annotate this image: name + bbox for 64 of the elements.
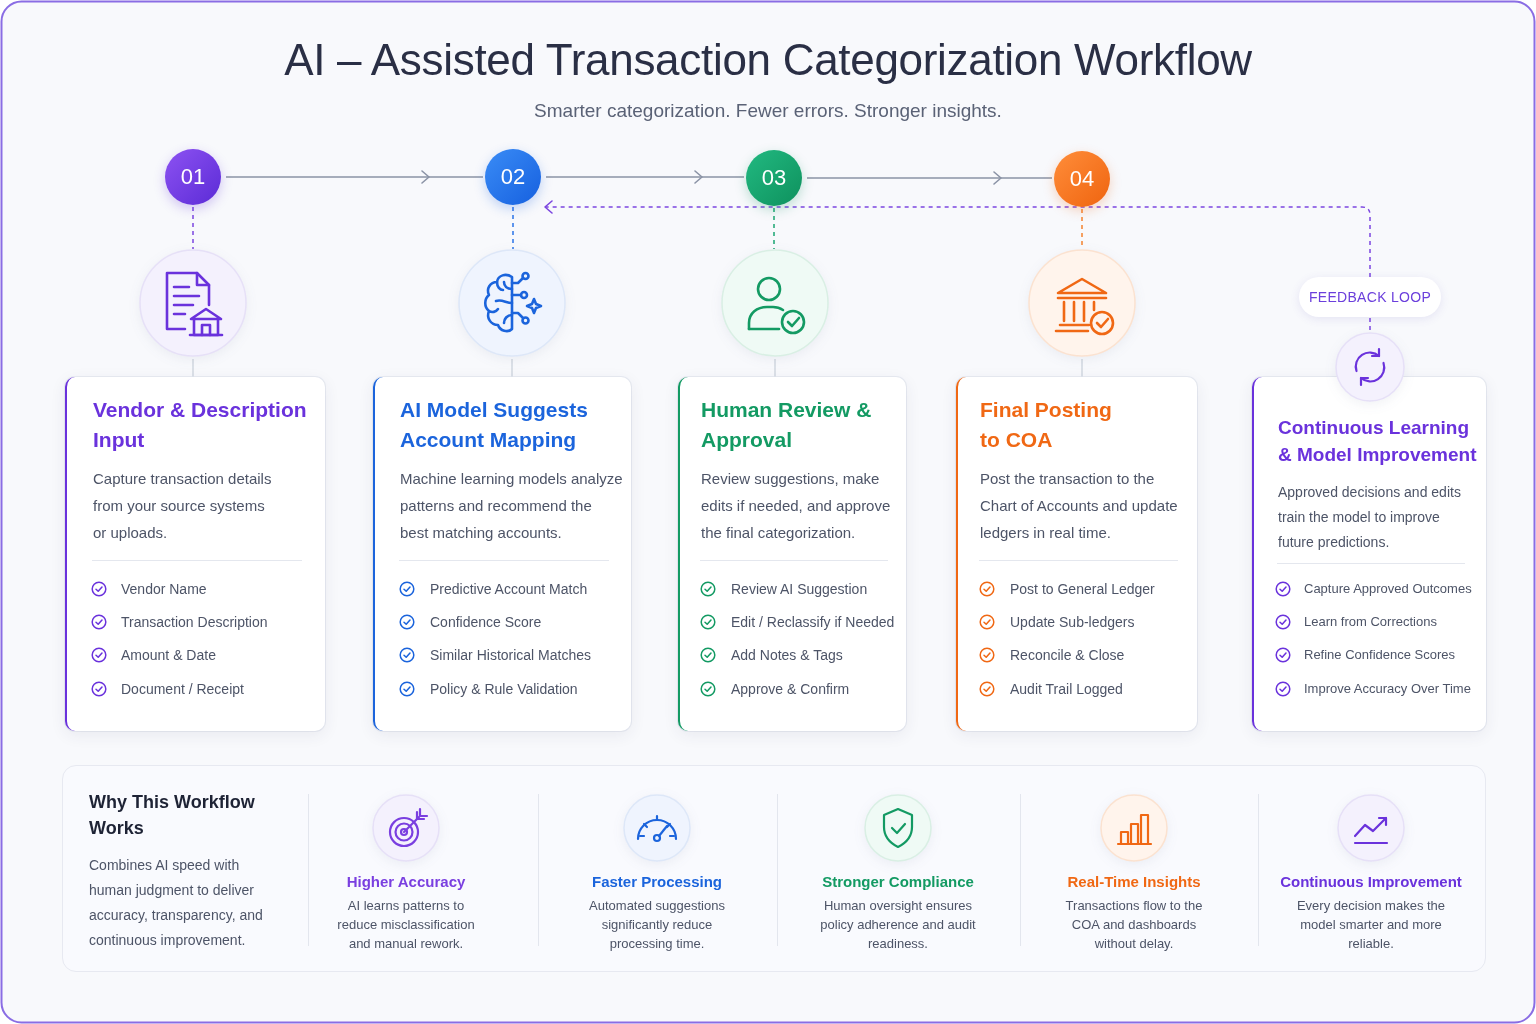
feature-description: Transactions flow to the COA and dashboards without delay.: [1064, 897, 1204, 953]
checklist-item: Similar Historical Matches: [430, 646, 592, 665]
feature-title: Real-Time Insights: [1066, 872, 1202, 892]
checklist-item: Amount & Date: [121, 646, 216, 665]
card-title: Final Posting to COA: [980, 397, 1113, 453]
document-store-icon: [139, 249, 247, 357]
feature-title: Stronger Compliance: [821, 872, 975, 892]
feature-description: AI learns patterns to reduce misclassification and manual rework.: [336, 897, 476, 953]
checklist-item: Capture Approved Outcomes: [1304, 580, 1472, 598]
checklist-item: Audit Trail Logged: [1010, 680, 1123, 699]
arrow: [545, 170, 745, 184]
card-title: AI Model Suggests Account Mapping: [400, 397, 589, 453]
subtitle: Smarter categorization. Fewer errors. Stronger insights.: [534, 99, 1002, 123]
dashed-connector: [192, 206, 194, 250]
checklist-item: Document / Receipt: [121, 680, 244, 699]
step-card: [678, 377, 906, 731]
card-title: Human Review & Approval: [701, 397, 873, 453]
checklist-item: Refine Confidence Scores: [1304, 646, 1456, 664]
card-title: Continuous Learning & Model Improvement: [1278, 416, 1478, 467]
dashed-connector: [1369, 316, 1371, 331]
feature-title: Faster Processing: [590, 872, 724, 892]
checklist-item: Update Sub-ledgers: [1010, 613, 1135, 632]
checklist-item: Transaction Description: [121, 613, 268, 632]
checklist-item: Add Notes & Tags: [731, 646, 843, 665]
checklist-item: Review AI Suggestion: [731, 580, 868, 599]
feature-description: Human oversight ensures policy adherence and audit readiness.: [820, 897, 976, 953]
checklist-item: Improve Accuracy Over Time: [1304, 680, 1471, 698]
checklist-item: Post to General Ledger: [1010, 580, 1155, 599]
dashed-arrow: [544, 200, 1371, 278]
dashed-connector: [773, 207, 775, 250]
person-check-icon: [721, 249, 829, 357]
bank-check-icon: [1028, 249, 1136, 357]
refresh-icon: [1335, 332, 1405, 402]
brain-circuit-icon: [458, 249, 566, 357]
step-card: [1252, 377, 1486, 731]
feature-description: Automated suggestions significantly reduce processing time.: [588, 897, 726, 953]
checklist-item: Confidence Score: [430, 613, 542, 632]
checklist-item: Vendor Name: [121, 580, 207, 599]
arrow: [225, 170, 484, 184]
card-description: Review suggestions, make edits if needed, and approve the final categorization.: [701, 469, 892, 543]
checklist-item: Reconcile & Close: [1010, 646, 1125, 665]
card-description: Machine learning models analyze patterns and recommend the best matching accounts.: [400, 469, 624, 543]
feature-description: Every decision makes the model smarter and more reliable.: [1295, 897, 1447, 953]
card-title: Vendor & Description Input: [93, 397, 308, 453]
panel-heading: Why This Workflow Works: [89, 791, 256, 840]
feedback-loop-tag: FEEDBACK LOOP: [1299, 277, 1441, 317]
feature-title: Higher Accuracy: [345, 872, 467, 892]
checklist-item: Approve & Confirm: [731, 680, 850, 699]
checklist-item: Policy & Rule Validation: [430, 680, 578, 699]
card-description: Approved decisions and edits train the model to improve future predictions.: [1278, 483, 1462, 552]
info-panel: [62, 765, 1486, 972]
page-title: AI – Assisted Transaction Categorization Workflow: [284, 34, 1252, 86]
checklist-item: Learn from Corrections: [1304, 613, 1437, 631]
panel-description: Combines AI speed with human judgment to deliver accuracy, transparency, and continuous improvement.: [89, 856, 264, 950]
card-description: Post the transaction to the Chart of Accounts and update ledgers in real time.: [980, 469, 1179, 543]
checklist-item: Predictive Account Match: [430, 580, 588, 599]
dashed-connector: [512, 206, 514, 250]
step-card: [956, 377, 1197, 731]
checklist-item: Edit / Reclassify if Needed: [731, 613, 895, 632]
feature-title: Continuous Improvement: [1279, 872, 1463, 892]
card-description: Capture transaction details from your source systems or uploads.: [93, 469, 273, 543]
step-card: [65, 377, 325, 731]
arrow: [806, 171, 1053, 185]
step-card: [373, 377, 631, 731]
